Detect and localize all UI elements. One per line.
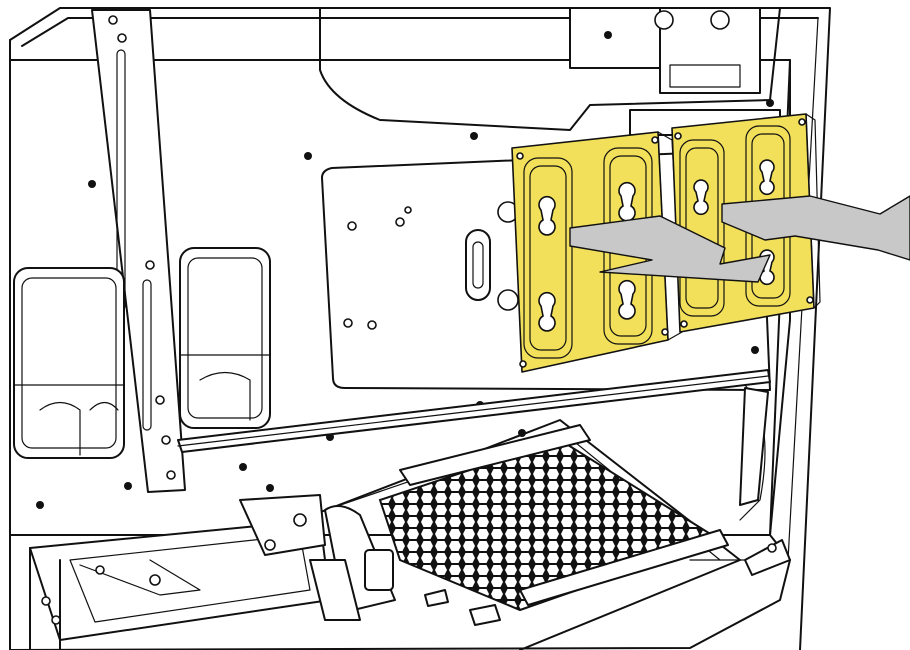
cable-cutout-left: [13, 267, 125, 459]
left-vertical-rail: [91, 9, 186, 493]
drive-bracket-left: [511, 131, 683, 373]
lower-drive-cage: [29, 494, 331, 650]
cable-cutout-middle: [179, 247, 271, 429]
removal-arrow-left: [569, 215, 771, 283]
psu-shroud-top-edge: [177, 369, 771, 453]
removal-arrow-right: [721, 195, 910, 261]
dust-filter-mesh: [378, 424, 729, 612]
cable-clip-bracket: [309, 505, 501, 626]
